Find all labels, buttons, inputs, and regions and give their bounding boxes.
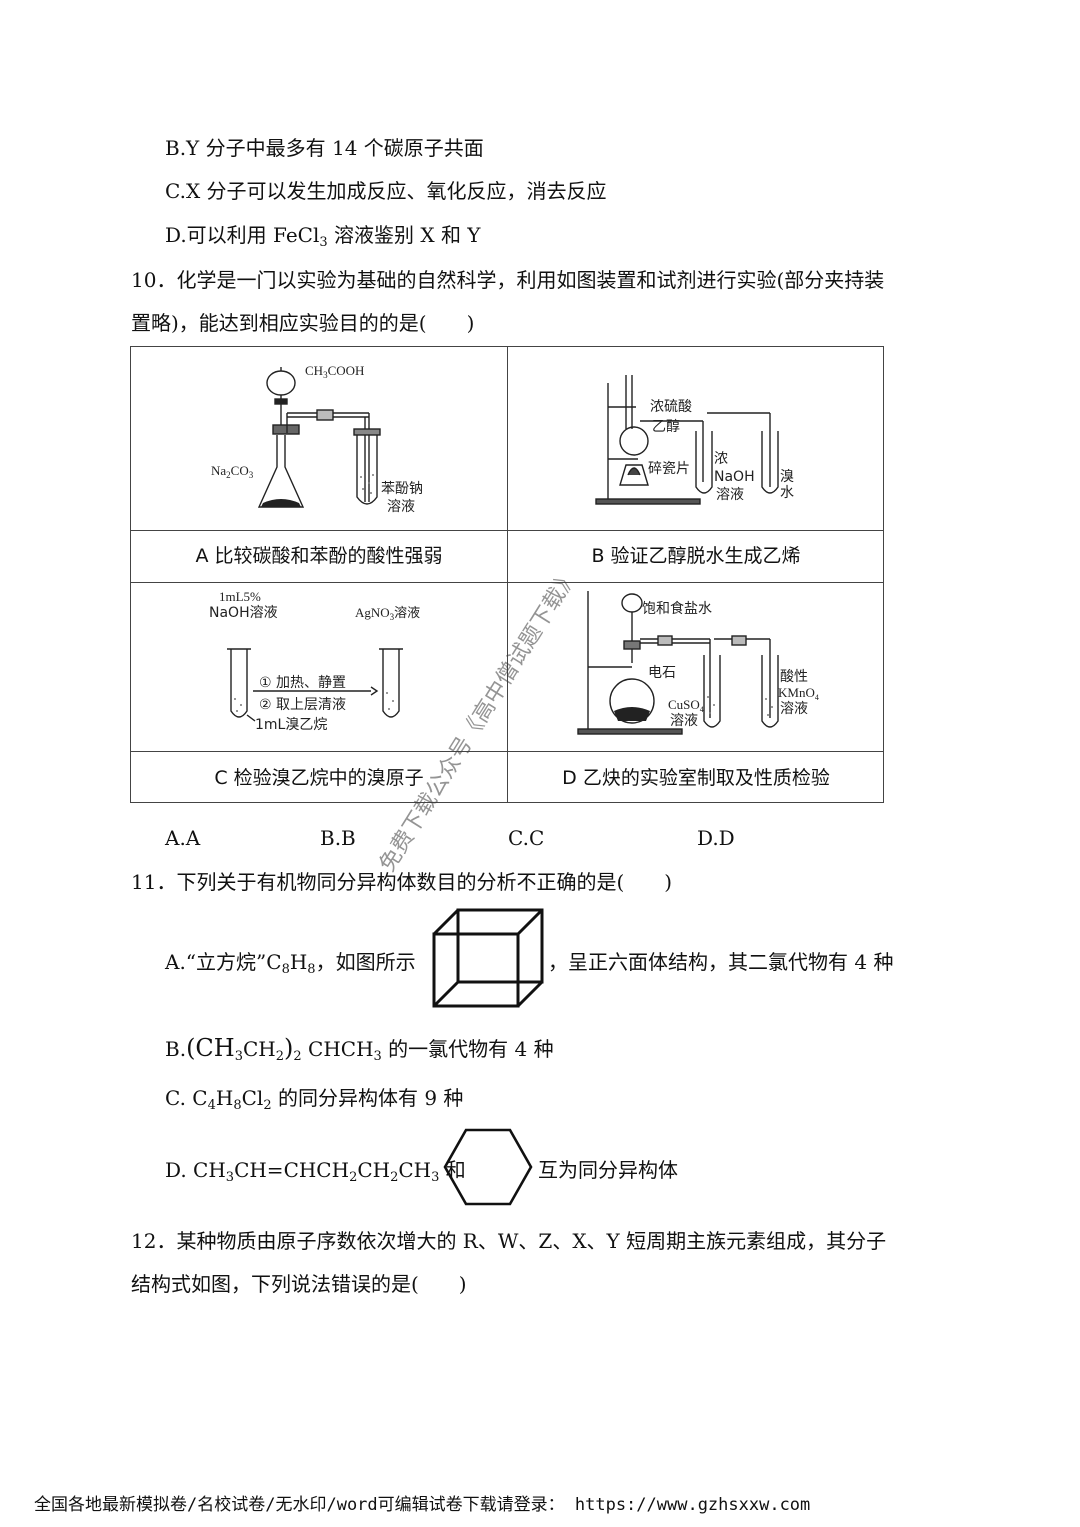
cyclohexane-structure (443, 1128, 533, 1206)
formula-sub: 8 (233, 1098, 242, 1113)
formula-text: 的同分异构体有 9 种 (271, 1086, 464, 1110)
formula-sub: 4 (207, 1098, 216, 1113)
q11-option-d-tail: 互为同分异构体 (538, 1158, 678, 1182)
formula-text: ) (284, 1034, 294, 1062)
svg-text:NaOH: NaOH (714, 469, 755, 485)
q11-option-a-text: ，如图所示 (315, 950, 416, 974)
formula-text: H (215, 1086, 234, 1110)
q9-option-c: C.X 分子可以发生加成反应、氧化反应，消去反应 (165, 179, 607, 203)
formula-sub: 8 (281, 962, 290, 977)
table-divider (131, 530, 883, 531)
formula-sub: 2 (390, 1170, 399, 1185)
formula-text: H (289, 950, 308, 974)
cell-d-caption: D 乙炔的实验室制取及性质检验 (562, 767, 830, 789)
svg-text:乙醇: 乙醇 (652, 418, 680, 435)
svg-text:1mL5%: 1mL5% (219, 589, 261, 604)
q10-answer-b: B.B (320, 826, 356, 850)
formula-sub: 2 (263, 1098, 272, 1113)
svg-text:苯酚钠: 苯酚钠 (381, 480, 423, 497)
svg-text:① 加热、静置: ① 加热、静置 (259, 675, 346, 691)
table-divider-vertical (507, 347, 508, 802)
svg-text:AgNO3溶液: AgNO3溶液 (355, 605, 420, 622)
svg-text:CH3COOH: CH3COOH (305, 363, 364, 380)
q10-answer-d: D.D (697, 826, 735, 850)
svg-text:酸性: 酸性 (780, 669, 808, 685)
apparatus-a-diagram: CH3COOH Na2CO3 苯酚钠 溶液 (211, 363, 423, 515)
apparatus-d-diagram: 饱和食盐水 电石 CuSO4 溶液 酸性 KMnO4 溶液 (577, 591, 819, 735)
formula-text: D. CH (165, 1158, 226, 1182)
apparatus-b-diagram: 浓硫酸 乙醇 碎瓷片 浓 NaOH 溶液 溴 水 (595, 375, 794, 505)
formula-sub: 3 (373, 1049, 382, 1064)
formula-text: CH (357, 1158, 391, 1182)
formula-text: (CH (186, 1034, 235, 1062)
svg-text:水: 水 (780, 485, 794, 501)
formula-text: C. C (165, 1086, 208, 1110)
svg-text:溶液: 溶液 (716, 487, 744, 503)
q10-stem-line2: 置略)，能达到相应实验目的的是( ) (131, 311, 475, 335)
q10-answer-c: C.C (508, 826, 545, 850)
formula-sub: 3 (234, 1049, 243, 1064)
q10-stem-line1: 10．化学是一门以实验为基础的自然科学，利用如图装置和试剂进行实验(部分夹持装 (131, 268, 885, 292)
cell-b-caption: B 验证乙醇脱水生成乙烯 (591, 545, 801, 567)
q11-option-c: C. C4H8Cl2 的同分异构体有 9 种 (165, 1082, 464, 1113)
formula-sub: 3 (225, 1170, 235, 1185)
svg-text:Na2CO3: Na2CO3 (211, 463, 254, 480)
q11-option-d: D. CH3CH=CHCH2CH2CH3 和 (165, 1154, 466, 1185)
svg-text:溶液: 溶液 (780, 701, 808, 717)
q9-option-d-tail: 溶液鉴别 X 和 Y (327, 223, 481, 247)
formula-text: CH (243, 1037, 276, 1061)
q9-option-d-text: D.可以利用 FeCl (165, 223, 320, 247)
svg-text:浓: 浓 (714, 451, 728, 467)
q9-option-d: D.可以利用 FeCl3 溶液鉴别 X 和 Y (165, 219, 481, 250)
q11-option-a-text: A.“立方烷”C (165, 950, 282, 974)
q11-option-a: A.“立方烷”C8H8，如图所示 (165, 946, 416, 977)
cube-structure (432, 908, 544, 1008)
formula-text: Cl (241, 1086, 264, 1110)
formula-text: CH=CHCH (234, 1158, 350, 1182)
formula-sub: 3 (431, 1170, 440, 1185)
q11-option-b: B.(CH3CH2)2 CHCH3 的一氯代物有 4 种 (165, 1033, 554, 1064)
svg-text:电石: 电石 (648, 665, 676, 681)
cell-c-caption: C 检验溴乙烷中的溴原子 (214, 767, 424, 789)
q9-option-d-sub: 3 (319, 235, 328, 250)
svg-text:溴: 溴 (780, 469, 794, 485)
table-divider (131, 751, 883, 752)
svg-text:溶液: 溶液 (387, 499, 415, 515)
q10-answer-a: A.A (165, 826, 201, 850)
apparatus-c-diagram: 1mL5% NaOH溶液 AgNO3溶液 ① 加热、静置 ② 取上层清液 1mL… (209, 589, 420, 733)
formula-sub: 2 (349, 1170, 358, 1185)
q11-stem: 11．下列关于有机物同分异构体数目的分析不正确的是( ) (131, 870, 673, 894)
svg-text:CuSO4: CuSO4 (668, 697, 704, 714)
formula-sub: 2 (293, 1049, 302, 1064)
svg-text:溶液: 溶液 (670, 713, 698, 729)
svg-text:饱和食盐水: 饱和食盐水 (642, 600, 712, 617)
svg-text:NaOH溶液: NaOH溶液 (209, 605, 278, 621)
formula-text: CHCH (301, 1037, 374, 1061)
svg-text:浓硫酸: 浓硫酸 (650, 399, 692, 415)
formula-text: 的一氯代物有 4 种 (381, 1037, 554, 1061)
formula-sub: 8 (307, 962, 316, 977)
q12-stem-line2: 结构式如图，下列说法错误的是( ) (131, 1272, 467, 1296)
formula-text: CH (398, 1158, 432, 1182)
svg-text:② 取上层清液: ② 取上层清液 (259, 697, 346, 713)
svg-text:碎瓷片: 碎瓷片 (648, 461, 690, 477)
q10-apparatus-table: CH3COOH Na2CO3 苯酚钠 溶液 浓硫酸 乙醇 碎瓷片 浓 N (130, 346, 884, 803)
table-divider (131, 582, 883, 583)
footer-download-notice[interactable]: 全国各地最新模拟卷/名校试卷/无水印/word可编辑试卷下载请登录： https… (34, 1495, 811, 1515)
q9-option-b: B.Y 分子中最多有 14 个碳原子共面 (165, 136, 484, 160)
svg-text:1mL溴乙烷: 1mL溴乙烷 (255, 717, 327, 733)
svg-text:KMnO4: KMnO4 (778, 685, 819, 702)
q12-stem-line1: 12．某种物质由原子序数依次增大的 R、W、Z、X、Y 短周期主族元素组成，其分… (131, 1229, 887, 1253)
cell-a-caption: A 比较碳酸和苯酚的酸性强弱 (195, 545, 443, 567)
q11-option-a-tail: ，呈正六面体结构，其二氯代物有 4 种 (548, 950, 894, 974)
formula-sub: 2 (275, 1049, 285, 1064)
formula-text: B. (165, 1037, 187, 1061)
